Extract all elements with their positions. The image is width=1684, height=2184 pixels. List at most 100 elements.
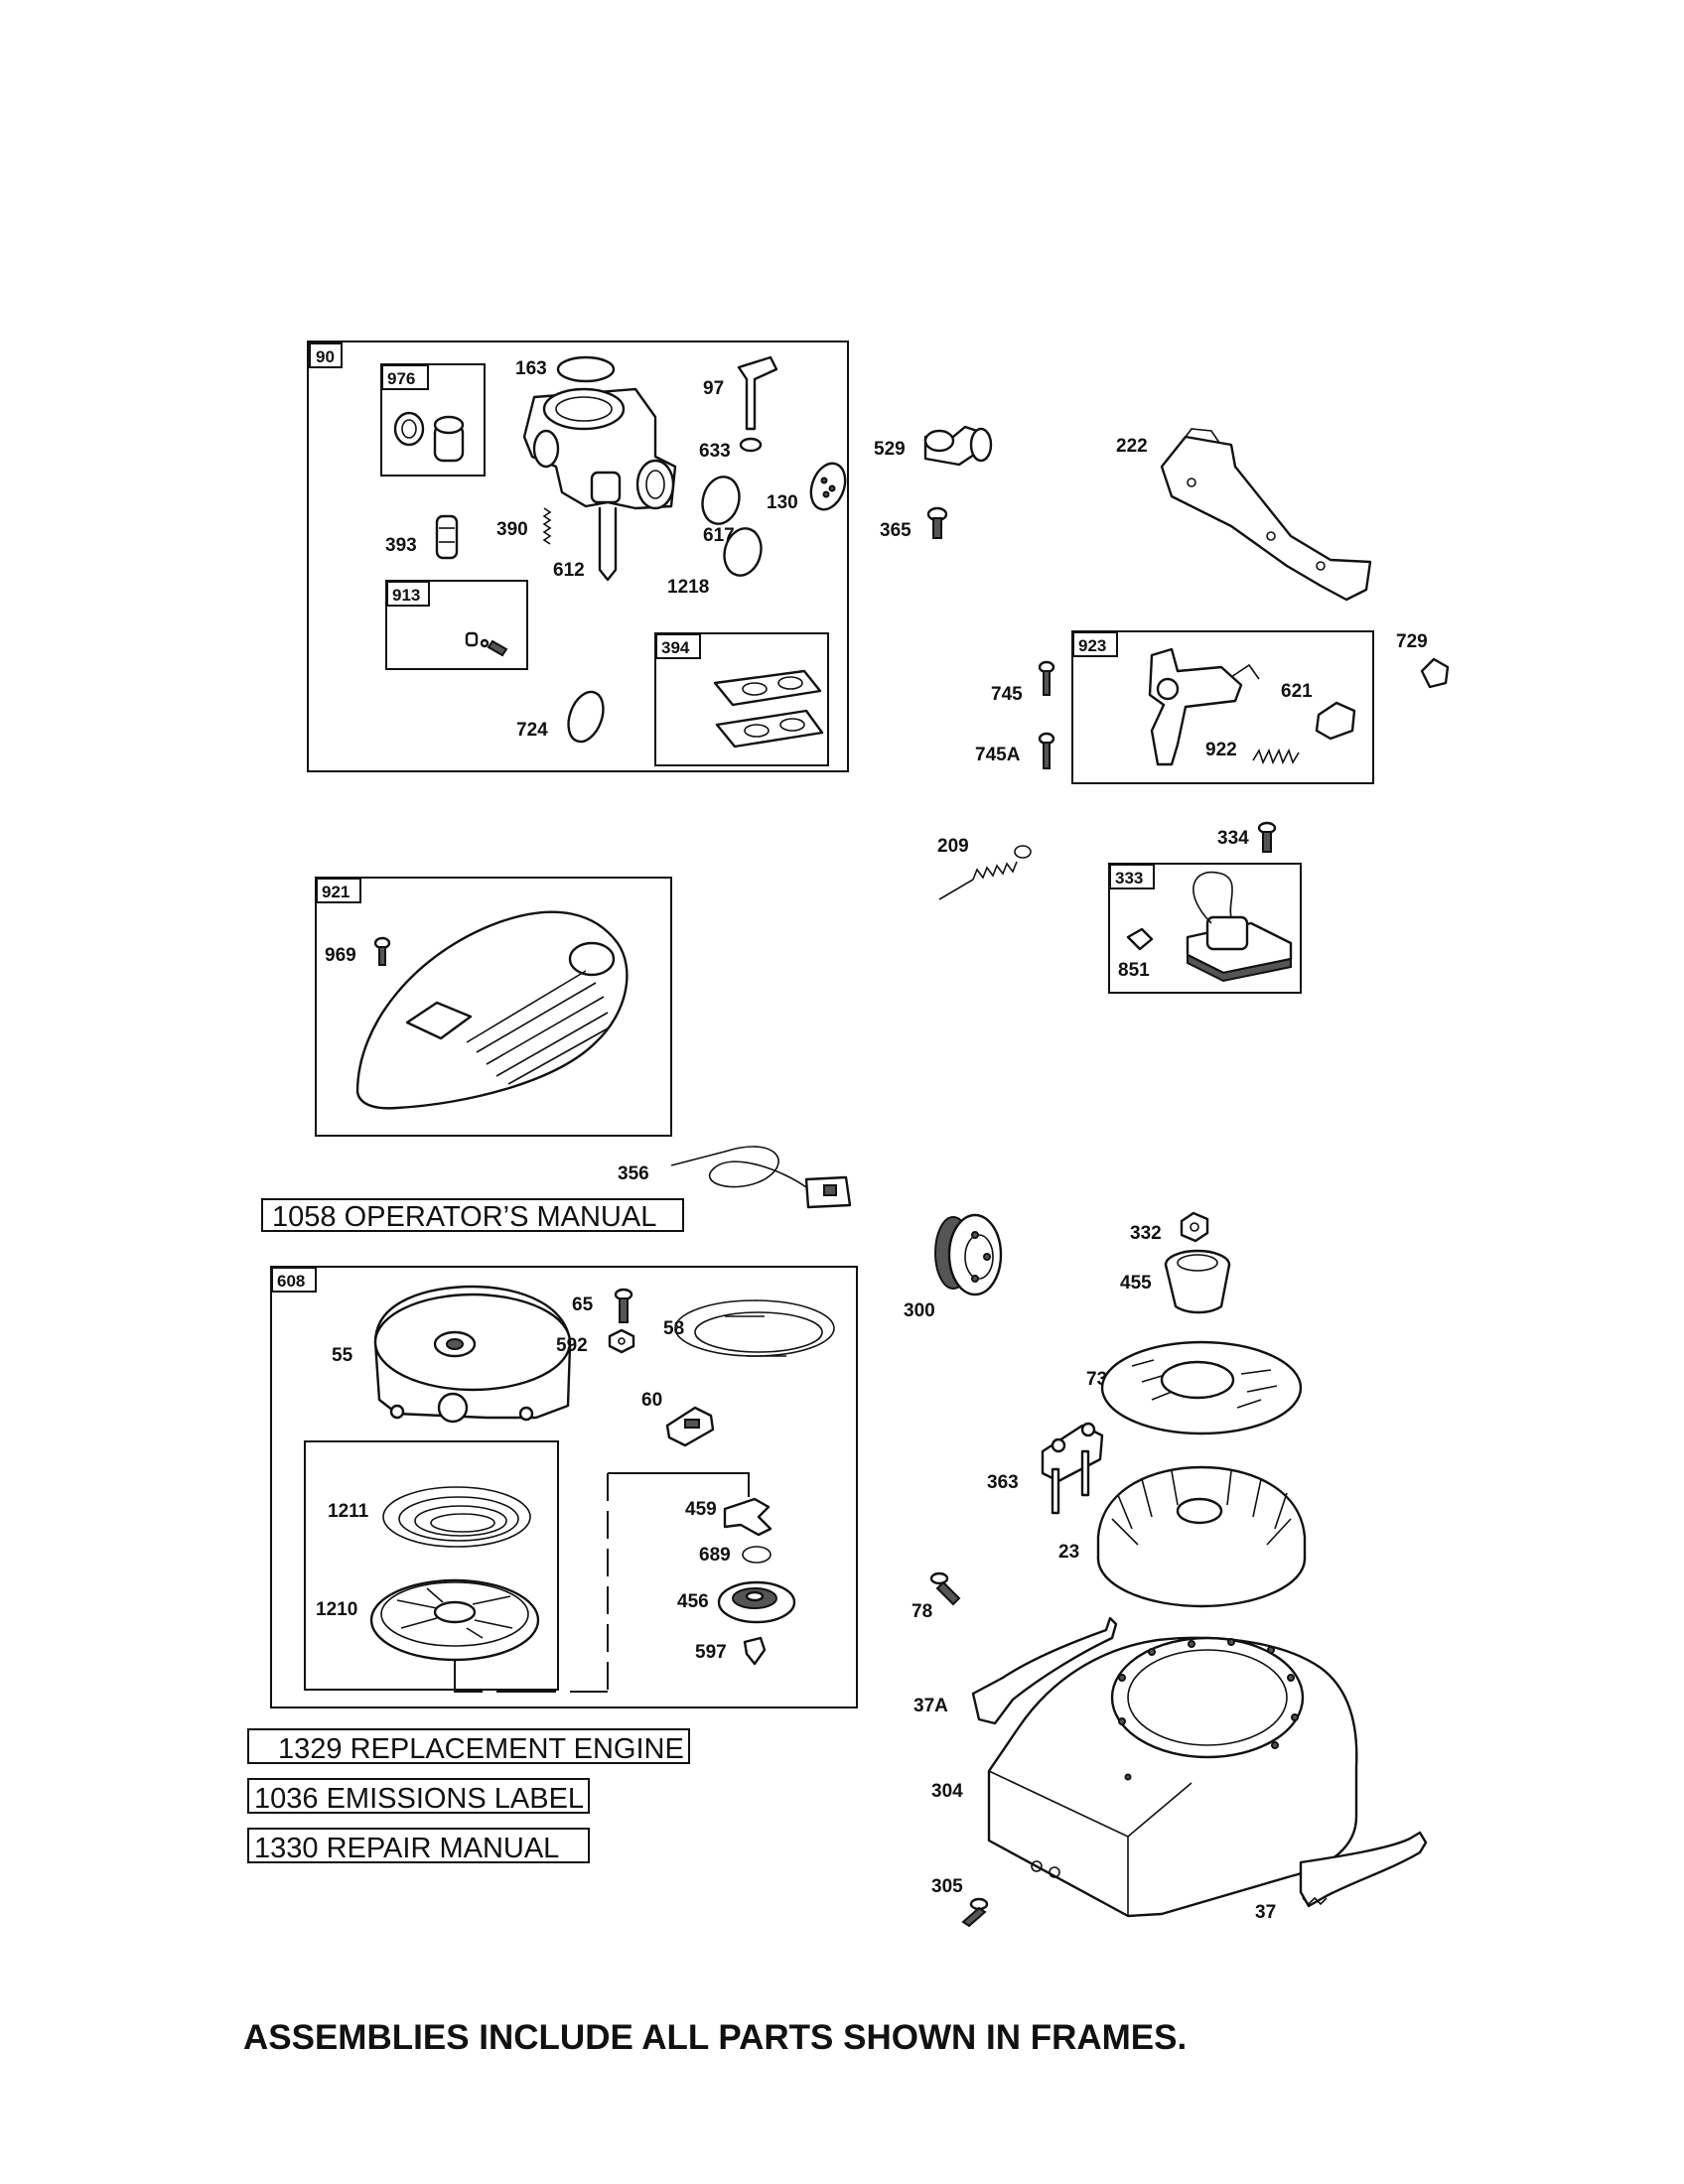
part-724-oring xyxy=(567,690,605,744)
callout-592: 592 xyxy=(556,1335,588,1356)
part-394-gaskets xyxy=(713,669,824,749)
svg-text:394: 394 xyxy=(661,638,690,657)
kit-replacement-engine: 1329 REPLACEMENT ENGINE xyxy=(247,1728,690,1765)
kit-operators-manual: 1058 OPERATOR’S MANUAL xyxy=(261,1198,684,1233)
callout-37: 37 xyxy=(1255,1902,1276,1923)
callout-363: 363 xyxy=(987,1472,1019,1493)
replacement-engine-label: 1329 REPLACEMENT ENGINE xyxy=(278,1733,684,1765)
frame-921-cover: 921 969 xyxy=(315,877,672,1137)
part-969-screw xyxy=(373,936,391,966)
svg-text:913: 913 xyxy=(392,586,420,605)
callout-612: 612 xyxy=(553,560,585,581)
callout-689: 689 xyxy=(699,1545,731,1566)
callout-300: 300 xyxy=(904,1300,935,1321)
callout-459: 459 xyxy=(685,1499,717,1520)
frame-608-connector-bottom xyxy=(454,1660,608,1693)
callout-58: 58 xyxy=(663,1318,684,1339)
part-222-bracket xyxy=(1160,428,1372,602)
frame-90-tag: 90 xyxy=(316,347,335,366)
part-729-clip xyxy=(1420,657,1450,689)
callout-1218: 1218 xyxy=(667,577,709,598)
callout-390: 390 xyxy=(496,519,528,540)
frame-976: 976 xyxy=(380,363,486,477)
callout-729: 729 xyxy=(1396,631,1428,652)
callout-1211: 1211 xyxy=(328,1501,369,1522)
part-209-spring xyxy=(938,845,1032,900)
part-130-plate xyxy=(809,462,847,511)
part-23-flywheel xyxy=(1096,1465,1307,1608)
part-304-blower-housing xyxy=(987,1636,1358,1918)
callout-55: 55 xyxy=(332,1345,353,1366)
part-393-jet xyxy=(435,514,459,560)
frame-608-connector xyxy=(608,1472,750,1497)
frame-394: 394 xyxy=(654,632,829,766)
part-1218-oring xyxy=(723,527,763,577)
part-456-cup xyxy=(717,1580,796,1624)
part-65-screw xyxy=(614,1288,633,1323)
part-390-spring xyxy=(542,507,552,545)
callout-617: 617 xyxy=(703,525,735,546)
callout-130: 130 xyxy=(767,492,798,513)
callout-456: 456 xyxy=(677,1591,709,1612)
part-334-screw xyxy=(1257,821,1277,853)
part-58-rope xyxy=(674,1299,835,1357)
part-851-clip xyxy=(1126,927,1154,951)
part-621-clip xyxy=(1315,701,1356,741)
part-633-seal xyxy=(739,437,763,453)
callout-222: 222 xyxy=(1116,436,1148,457)
part-305-screw xyxy=(961,1897,989,1928)
kit-repair-manual: 1330 REPAIR MANUAL xyxy=(247,1828,590,1864)
callout-60: 60 xyxy=(641,1390,662,1411)
part-363-starter-cup xyxy=(1041,1422,1104,1515)
callout-209: 209 xyxy=(937,836,969,857)
part-37A-air-guide xyxy=(971,1616,1118,1725)
part-365-screw xyxy=(926,506,948,539)
svg-text:976: 976 xyxy=(387,369,415,388)
callout-78: 78 xyxy=(912,1601,932,1622)
part-689-retainer xyxy=(742,1546,772,1564)
frame-608-rewind-starter: 608 55 65 592 58 60 xyxy=(270,1266,858,1708)
part-597-screw xyxy=(743,1636,767,1666)
callout-23: 23 xyxy=(1058,1542,1079,1563)
repair-manual-label: 1330 REPAIR MANUAL xyxy=(254,1833,559,1864)
callout-1210: 1210 xyxy=(316,1599,357,1620)
callout-621: 621 xyxy=(1281,681,1313,702)
callout-455: 455 xyxy=(1120,1273,1152,1294)
svg-text:921: 921 xyxy=(322,883,350,901)
callout-969: 969 xyxy=(325,945,356,966)
svg-text:333: 333 xyxy=(1115,869,1143,887)
part-459-dog xyxy=(723,1497,772,1537)
svg-text:923: 923 xyxy=(1078,636,1106,655)
frame-608-inner xyxy=(304,1440,559,1691)
part-60-handle xyxy=(665,1406,715,1447)
callout-97: 97 xyxy=(703,378,724,399)
part-923-governor-lever xyxy=(1148,647,1260,766)
callout-851: 851 xyxy=(1118,960,1150,981)
callout-37A: 37A xyxy=(913,1696,948,1716)
callout-332: 332 xyxy=(1130,1223,1162,1244)
part-55-starter-housing xyxy=(373,1285,572,1424)
part-356-wire xyxy=(670,1146,852,1209)
callout-304: 304 xyxy=(931,1781,963,1802)
part-78-screw xyxy=(929,1571,961,1606)
callout-724: 724 xyxy=(516,720,548,741)
part-300-clutch xyxy=(934,1213,1003,1297)
callout-922: 922 xyxy=(1205,740,1237,760)
emissions-label-label: 1036 EMISSIONS LABEL xyxy=(254,1783,584,1815)
part-745-screw xyxy=(1038,660,1055,696)
part-913-screw xyxy=(465,631,508,657)
frame-923: 923 621 922 xyxy=(1071,630,1374,784)
callout-745A: 745A xyxy=(975,745,1021,765)
part-455-cup xyxy=(1164,1249,1231,1314)
callout-365: 365 xyxy=(880,520,912,541)
part-745A-screw xyxy=(1038,732,1055,769)
frame-333: 333 851 xyxy=(1108,863,1302,994)
frame-90-carburetor: 90 976 163 97 xyxy=(307,341,849,772)
part-163-gasket xyxy=(556,355,616,383)
callout-633: 633 xyxy=(699,441,731,462)
part-592-nut xyxy=(608,1328,635,1354)
callout-65: 65 xyxy=(572,1295,594,1315)
kit-emissions-label: 1036 EMISSIONS LABEL xyxy=(247,1778,590,1815)
frame-913: 913 xyxy=(385,580,528,670)
